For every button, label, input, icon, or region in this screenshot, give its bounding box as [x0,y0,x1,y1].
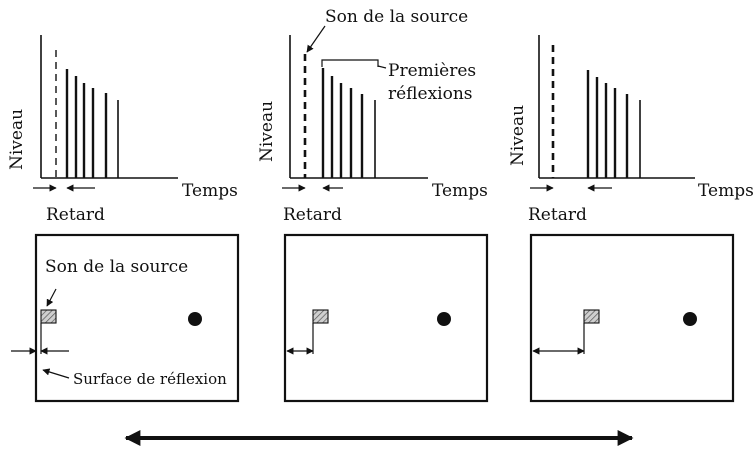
early-reflection-bars [321,68,376,178]
reflector-square-icon [583,309,600,324]
delay-label: Retard [46,205,105,225]
source-sound-pointer [306,25,326,53]
source-dot-icon [437,312,451,326]
room-panel-middle [283,233,489,403]
early-reflections-bracket [321,59,379,67]
source-sound-pointer [46,288,57,307]
graph-panel-middle: Niveau Temps Retard Son de la source Pre… [257,7,488,225]
graph-panel-far: Niveau Temps Retard [508,35,754,225]
source-dot-icon [188,312,202,326]
y-axis-label: Niveau [508,105,528,166]
early-reflections-label-1: Premières [388,61,476,81]
room-panel-far [529,233,735,403]
reflector-square-icon [40,309,57,324]
early-reflection-bars [65,69,119,178]
graph-panel-near: Niveau Temps Retard [7,35,238,225]
y-axis-label: Niveau [7,109,27,170]
source-sound-label: Son de la source [325,7,468,27]
x-axis-label: Temps [432,181,488,201]
x-axis-label: Temps [698,181,754,201]
room-panel-near: Son de la source Surface de réflexion [11,233,240,403]
early-reflection-bars [586,70,641,178]
early-reflections-label-2: réflexions [388,84,473,104]
x-axis-label: Temps [182,181,238,201]
reflector-square-icon [312,309,329,324]
reflection-surface-label: Surface de réflexion [73,370,227,388]
early-reflections-leader [377,65,387,69]
source-dot-icon [683,312,697,326]
surface-pointer [42,368,70,379]
delay-label: Retard [528,205,587,225]
y-axis-label: Niveau [257,101,277,162]
room-outline [529,233,735,403]
room-outline [34,233,240,403]
delay-label: Retard [283,205,342,225]
room-outline [283,233,489,403]
source-sound-label: Son de la source [45,257,188,277]
